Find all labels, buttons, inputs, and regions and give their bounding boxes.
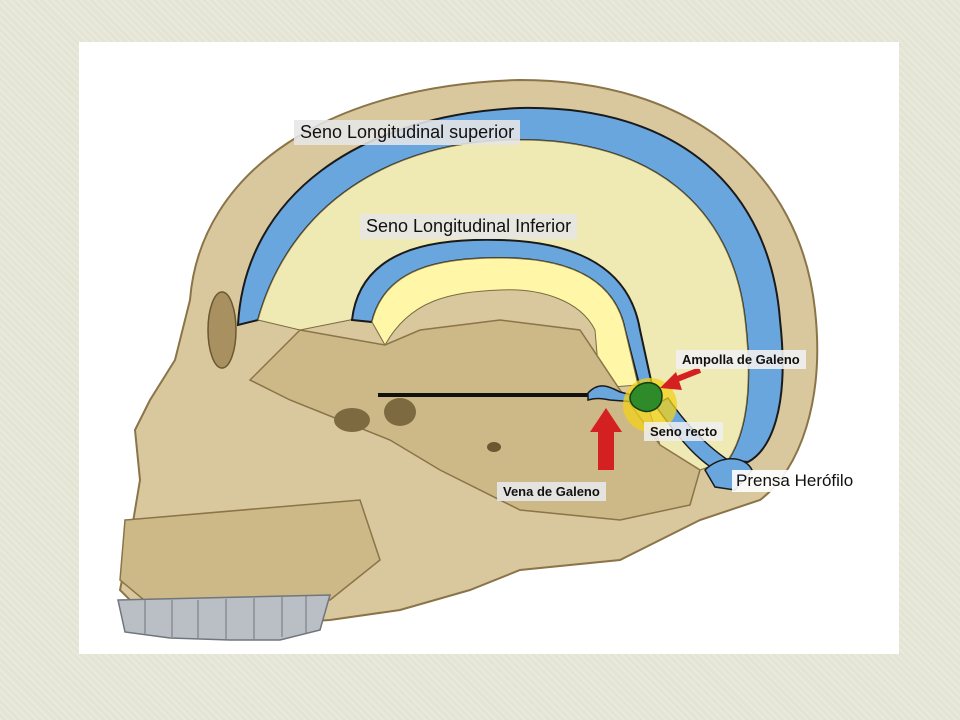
hole-small [487, 442, 501, 452]
corpus-area [371, 257, 639, 389]
teeth [117, 594, 332, 641]
sphenoid-hole [384, 398, 416, 426]
ampolla-arrow [660, 367, 702, 390]
label-seno-inferior: Seno Longitudinal Inferior [360, 214, 578, 239]
label-ampolla: Ampolla de Galeno [676, 350, 806, 369]
foramen [334, 408, 370, 432]
orbit [207, 291, 237, 369]
skull-base [248, 319, 701, 521]
label-seno-recto: Seno recto [644, 422, 724, 441]
ampolla-green [629, 382, 663, 413]
label-seno-superior: Seno Longitudinal superior [294, 120, 521, 145]
label-prensa: Prensa Herófilo [732, 470, 858, 492]
label-vena: Vena de Galeno [497, 482, 606, 501]
vena-arrow [590, 408, 622, 470]
